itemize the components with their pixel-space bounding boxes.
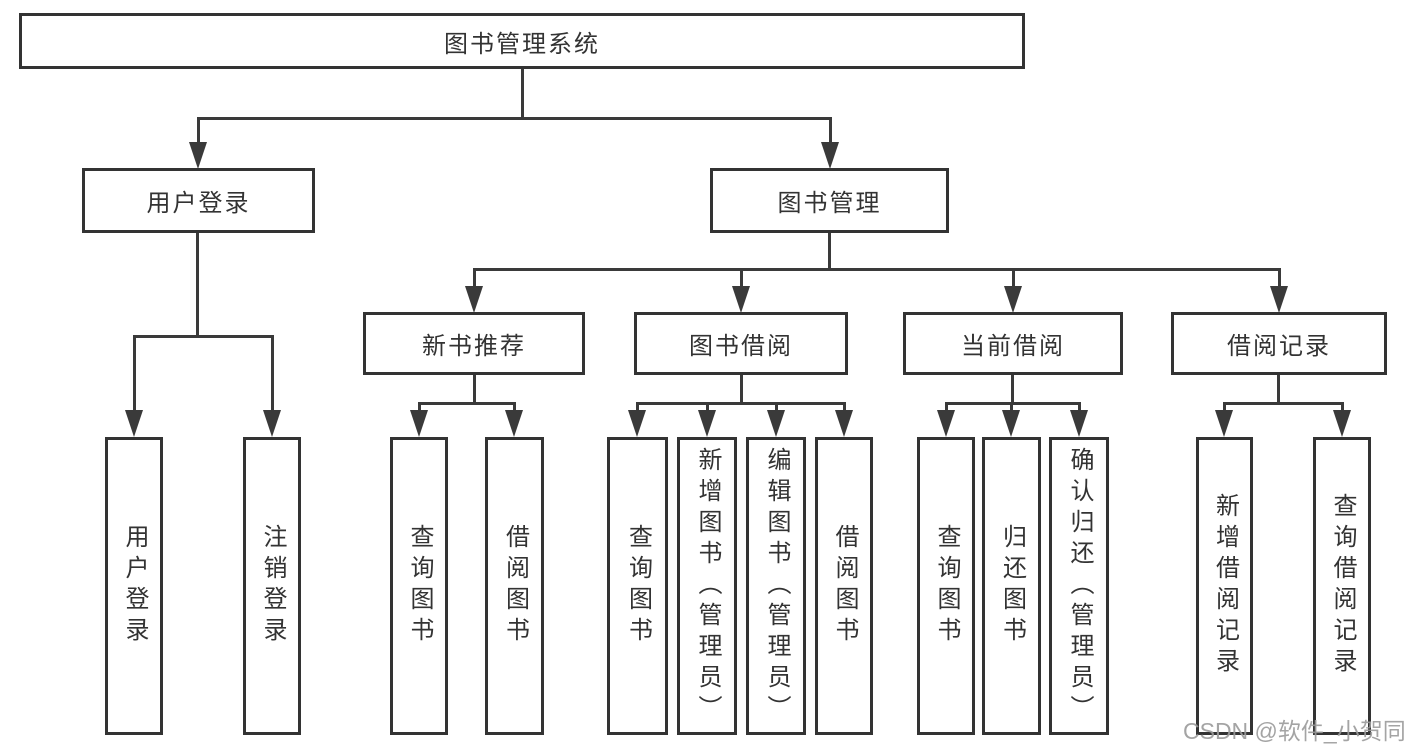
arrow-down-icon <box>125 410 143 437</box>
arrow-down-icon <box>628 410 646 437</box>
leaf-borrow-query-books: 查询图书 <box>607 437 668 735</box>
connector-drop-book-mgmt <box>829 117 832 144</box>
leaf-newbook-query-books: 查询图书 <box>390 437 448 735</box>
csdn-watermark: CSDN @软件_小贺同学 <box>1183 718 1405 744</box>
arrow-down-icon <box>1070 410 1088 437</box>
connector-drop-leaf <box>271 335 274 412</box>
arrow-down-icon <box>821 142 839 169</box>
connector-drop-leaf <box>1078 402 1081 412</box>
leaf-user-login: 用户登录 <box>105 437 163 735</box>
arrow-down-icon <box>937 410 955 437</box>
connector-drop-leaf <box>133 335 136 412</box>
connector-newbook-vline <box>473 375 476 405</box>
connector-drop-leaf <box>1223 402 1226 412</box>
connector-bookborrow-vline <box>740 375 743 405</box>
connector-borrowrecords-vline <box>1277 375 1280 405</box>
connector-drop-leaf <box>636 402 639 412</box>
arrow-down-icon <box>1002 410 1020 437</box>
arrow-down-icon <box>189 142 207 169</box>
arrow-down-icon <box>465 286 483 313</box>
connector-drop-borrow-records <box>1278 268 1281 288</box>
connector-drop-leaf <box>843 402 846 412</box>
connector-drop-leaf <box>775 402 778 412</box>
arrow-down-icon <box>767 410 785 437</box>
node-borrow-records: 借阅记录 <box>1171 312 1387 375</box>
leaf-current-return-books: 归还图书 <box>982 437 1041 735</box>
arrow-down-icon <box>410 410 428 437</box>
arrow-down-icon <box>1270 286 1288 313</box>
node-current-borrow: 当前借阅 <box>903 312 1123 375</box>
leaf-borrow-borrow-books: 借阅图书 <box>815 437 873 735</box>
arrow-down-icon <box>505 410 523 437</box>
connector-newbook-hline <box>419 402 515 405</box>
arrow-down-icon <box>263 410 281 437</box>
connector-drop-leaf <box>1341 402 1344 412</box>
connector-drop-leaf <box>706 402 709 412</box>
connector-root-hline <box>197 117 831 120</box>
connector-userlogin-vline <box>196 233 199 338</box>
node-root: 图书管理系统 <box>19 13 1025 69</box>
arrow-down-icon <box>1333 410 1351 437</box>
leaf-records-add-record: 新增借阅记录 <box>1196 437 1253 735</box>
connector-root-vline <box>521 69 524 119</box>
connector-currentborrow-vline <box>1011 375 1014 405</box>
leaf-borrow-add-books-admin: 新增图书（管理员） <box>677 437 737 735</box>
connector-borrowrecords-hline <box>1224 402 1342 405</box>
connector-drop-current-borrow <box>1012 268 1015 288</box>
connector-drop-leaf <box>1010 402 1013 412</box>
connector-bookborrow-hline <box>637 402 844 405</box>
connector-bookmgmt-vline <box>828 233 831 271</box>
leaf-logout-login: 注销登录 <box>243 437 301 735</box>
connector-drop-leaf <box>513 402 516 412</box>
arrow-down-icon <box>1004 286 1022 313</box>
leaf-newbook-borrow-books: 借阅图书 <box>485 437 544 735</box>
arrow-down-icon <box>835 410 853 437</box>
arrow-down-icon <box>698 410 716 437</box>
node-book-borrow: 图书借阅 <box>634 312 848 375</box>
leaf-current-query-books: 查询图书 <box>917 437 975 735</box>
leaf-records-query-record: 查询借阅记录 <box>1313 437 1371 735</box>
connector-drop-new-book <box>473 268 476 288</box>
connector-drop-leaf <box>945 402 948 412</box>
connector-drop-leaf <box>418 402 421 412</box>
connector-bookmgmt-hline <box>474 268 1279 271</box>
leaf-borrow-edit-books-admin: 编辑图书（管理员） <box>746 437 806 735</box>
connector-drop-book-borrow <box>740 268 743 288</box>
leaf-current-confirm-return-admin: 确认归还（管理员） <box>1049 437 1109 735</box>
arrow-down-icon <box>732 286 750 313</box>
arrow-down-icon <box>1215 410 1233 437</box>
node-book-management: 图书管理 <box>710 168 949 233</box>
node-new-book-recommend: 新书推荐 <box>363 312 585 375</box>
connector-drop-user-login <box>197 117 200 144</box>
connector-userlogin-hline <box>133 335 273 338</box>
node-user-login: 用户登录 <box>82 168 315 233</box>
